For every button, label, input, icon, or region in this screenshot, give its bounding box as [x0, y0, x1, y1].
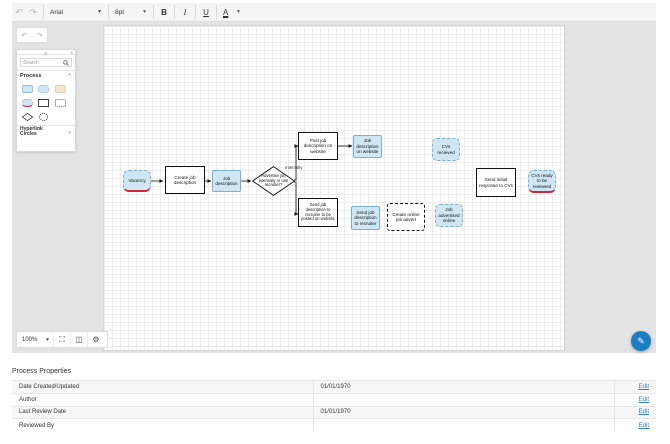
- shape-dashed-circle[interactable]: [38, 113, 49, 121]
- toolbar-divider: [195, 5, 196, 19]
- node-send-jd-to-recruiter[interactable]: Send job description to recruiter: [351, 206, 380, 230]
- drag-handle-icon[interactable]: ☰: [44, 51, 48, 56]
- node-send-jd-recruiter-website[interactable]: Send job description to recruiter to be …: [298, 198, 338, 227]
- connector-layer: [150, 144, 353, 216]
- toolbar-divider: [174, 5, 175, 19]
- undo-icon[interactable]: ↶: [15, 6, 23, 17]
- font-color-icon: A: [223, 7, 229, 17]
- property-label: Author: [12, 392, 314, 407]
- node-jd-on-website[interactable]: Job description on website: [353, 135, 382, 158]
- section-process-header[interactable]: Process ⌃: [17, 70, 75, 81]
- search-icon: [63, 59, 69, 66]
- zoom-level: 100%: [22, 336, 38, 343]
- properties-table: Date Created/Updated 01/01/1970 Edit Aut…: [12, 380, 656, 432]
- canvas-area: ↶ ↷ ☰ × Search Process ⌃: [12, 22, 656, 353]
- bold-button[interactable]: B: [161, 7, 167, 17]
- font-color-select[interactable]: A ▼: [220, 6, 244, 19]
- chevron-down-icon: ▼: [236, 9, 241, 15]
- node-cvs-ready[interactable]: CVs ready to be reviewed: [528, 170, 556, 193]
- edit-link[interactable]: Edit: [613, 380, 656, 394]
- property-label: Date Created/Updated: [12, 380, 314, 394]
- redo-icon[interactable]: ↷: [29, 6, 37, 17]
- property-value: 01/01/1970: [313, 405, 614, 419]
- redo-icon[interactable]: ↷: [36, 30, 43, 40]
- shape-terminal[interactable]: [22, 99, 33, 107]
- section-title: Process: [20, 73, 42, 79]
- node-advertise-decision[interactable]: [252, 166, 295, 196]
- node-vacancy[interactable]: Vacancy: [123, 170, 151, 192]
- italic-button[interactable]: I: [183, 7, 187, 17]
- search-placeholder: Search: [23, 59, 39, 66]
- shape-panel: ☰ × Search Process ⌃ Hy: [16, 49, 76, 152]
- shape-diamond[interactable]: [22, 113, 33, 121]
- table-row: Last Review Date 01/01/1970 Edit: [12, 405, 656, 419]
- property-value: [313, 392, 614, 407]
- toolbar-divider: [216, 5, 217, 19]
- chevron-down-icon: ▼: [97, 9, 102, 15]
- node-create-online-advert[interactable]: Create online job advert: [387, 203, 425, 231]
- panel-header[interactable]: ☰ ×: [17, 50, 75, 56]
- properties-title: Process Properties: [12, 368, 72, 375]
- shape-rectangle[interactable]: [38, 99, 50, 107]
- edge-label-internally: Internally: [285, 165, 303, 170]
- edit-link[interactable]: Edit: [613, 392, 656, 407]
- shape-dashed-blue[interactable]: [38, 85, 50, 93]
- font-family-value: Arial: [50, 8, 64, 16]
- history-controls: ↶ ↷: [16, 27, 48, 43]
- shape-rounded-beige[interactable]: [54, 85, 66, 93]
- shape-dashed-rectangle[interactable]: [54, 99, 66, 107]
- edit-link[interactable]: Edit: [613, 418, 656, 432]
- zoom-select[interactable]: 100% ▼: [17, 337, 53, 343]
- shape-search-input[interactable]: Search: [20, 58, 72, 67]
- node-job-advertised-online[interactable]: Job advertised online: [435, 204, 463, 227]
- chevron-down-icon: ▼: [142, 9, 147, 15]
- toolbar-divider: [43, 5, 44, 19]
- connector-advertise-post[interactable]: [294, 144, 299, 181]
- undo-icon[interactable]: ↶: [21, 30, 28, 40]
- process-shape-grid: [17, 81, 75, 125]
- toolbar-divider: [153, 5, 154, 19]
- chevron-down-icon: ▼: [45, 336, 50, 343]
- toggle-panel-icon[interactable]: ◫: [70, 332, 87, 347]
- diagram-canvas[interactable]: Vacancy Create job description Job descr…: [103, 25, 565, 351]
- notes-fab-button[interactable]: ✎: [631, 331, 651, 351]
- close-icon[interactable]: ×: [70, 50, 73, 55]
- property-label: Last Review Date: [12, 405, 314, 419]
- table-row: Reviewed By Edit: [12, 418, 656, 432]
- fit-to-screen-icon[interactable]: ⛶: [53, 332, 70, 347]
- section-title: Hyperlink Circles: [20, 126, 43, 137]
- decision-label: Advertise job internally or use recruite…: [258, 172, 289, 188]
- zoom-controls: 100% ▼ ⛶ ◫ ⚙: [16, 331, 108, 348]
- node-job-description[interactable]: Job description: [212, 170, 241, 192]
- node-post-job-description[interactable]: Post job description on website: [298, 132, 338, 160]
- edit-notes-icon: ✎: [637, 335, 645, 346]
- table-row: Date Created/Updated 01/01/1970 Edit: [12, 380, 656, 394]
- edit-link[interactable]: Edit: [613, 405, 656, 419]
- table-row: Author Edit: [12, 392, 656, 407]
- shape-rounded-blue[interactable]: [22, 85, 33, 93]
- property-value: [313, 418, 614, 432]
- node-cvs-received[interactable]: CVs received: [432, 138, 460, 161]
- format-toolbar: ↶ ↷ Arial ▼ 8pt ▼ B I U A ▼: [12, 3, 656, 22]
- section-hyperlink-circles-header[interactable]: Hyperlink Circles ⌄: [17, 125, 75, 138]
- font-size-value: 8pt: [115, 8, 125, 16]
- node-send-initial-response[interactable]: Send initial response to CVs: [476, 168, 516, 197]
- font-size-select[interactable]: 8pt ▼: [112, 6, 150, 19]
- settings-gear-icon[interactable]: ⚙: [87, 332, 104, 347]
- connector-advertise-recruiter[interactable]: [294, 181, 299, 216]
- property-value: 01/01/1970: [313, 380, 614, 394]
- underline-button[interactable]: U: [203, 7, 209, 17]
- property-label: Reviewed By: [12, 418, 314, 432]
- chevron-up-icon: ⌃: [66, 73, 72, 80]
- toolbar-divider: [108, 5, 109, 19]
- chevron-down-icon: ⌄: [66, 128, 72, 135]
- font-family-select[interactable]: Arial ▼: [47, 6, 105, 19]
- node-create-job-description[interactable]: Create job description: [165, 166, 205, 194]
